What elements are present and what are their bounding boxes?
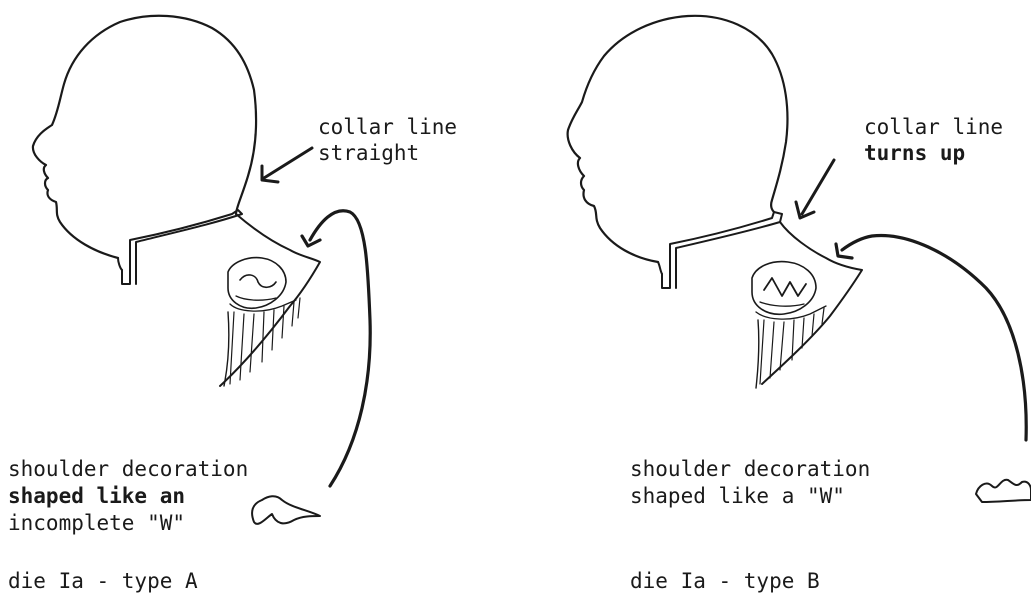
epaulette-arrow — [842, 235, 1026, 440]
collar-note-line2: straight — [318, 140, 419, 166]
type-a-caption: die Ia - type A — [8, 568, 198, 594]
collar-line — [662, 212, 782, 288]
shoulder-note-line2: shaped like a "W" — [630, 483, 845, 509]
type-b-caption: die Ia - type B — [630, 568, 820, 594]
shoulder-note-line2: shaped like an — [8, 483, 185, 509]
collar-arrow — [802, 160, 834, 214]
type-b-panel: collar line turns up shoulder decoration… — [520, 0, 1031, 601]
collar-line — [122, 210, 242, 284]
incomplete-w-glyph — [252, 496, 320, 524]
w-glyph — [976, 480, 1031, 502]
epaulette-w-mark — [240, 275, 276, 287]
collar-note-line1: collar line — [318, 114, 457, 140]
shoulder-note-line1: shoulder decoration — [630, 456, 870, 482]
collar-arrow — [264, 148, 312, 178]
collar-note-line1: collar line — [864, 114, 1003, 140]
shoulder-note-line1: shoulder decoration — [8, 456, 248, 482]
shoulder-note-line3: incomplete "W" — [8, 510, 185, 536]
neck-front — [118, 258, 122, 270]
type-a-panel: collar line straight shoulder decoration… — [0, 0, 520, 601]
epaulette-w-mark — [764, 278, 806, 296]
shoulder-stripes — [760, 308, 824, 384]
head-outline — [568, 16, 788, 262]
neck-front — [658, 262, 662, 274]
collar-note-line2: turns up — [864, 140, 965, 166]
epaulette-arrow — [310, 211, 370, 486]
type-b-sketch — [520, 0, 1031, 601]
head-outline — [33, 16, 256, 258]
